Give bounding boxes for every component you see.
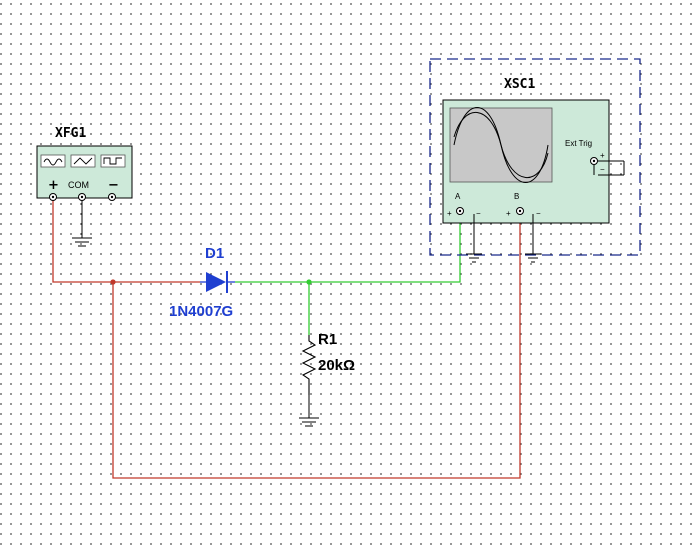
- resistor-value-label: 20kΩ: [318, 357, 355, 374]
- wire-junction-node: [110, 279, 116, 285]
- ext-trig-label: Ext Trig: [565, 139, 592, 148]
- channel-a-label: A: [455, 192, 461, 201]
- com-terminal-label: COM: [68, 180, 89, 190]
- channel-a-terminal[interactable]: [456, 207, 464, 215]
- ext-trig-plus-label: +: [600, 151, 605, 160]
- selection-frame: [429, 58, 641, 256]
- ground-icon: [466, 214, 482, 263]
- ground-icon: [299, 395, 319, 427]
- channel-b-minus-label: −: [536, 209, 541, 218]
- channel-b-terminal[interactable]: [516, 207, 524, 215]
- resistor-zigzag-icon: [301, 335, 317, 395]
- minus-terminal-label: −: [108, 178, 119, 193]
- wire-node-to-scope-a[interactable]: [309, 212, 461, 283]
- ext-trig-terminal[interactable]: + −: [590, 151, 625, 176]
- wire-xfg-to-node[interactable]: [52, 197, 113, 283]
- diode-d1[interactable]: D1 1N4007G: [169, 245, 235, 320]
- oscilloscope-label: XSC1: [504, 77, 535, 92]
- plus-terminal-label: +: [48, 178, 59, 193]
- wire-junction-node: [306, 279, 312, 285]
- red-wire-group: [52, 197, 521, 479]
- channel-b-plus-label: +: [506, 209, 511, 218]
- channel-a-plus-label: +: [447, 209, 452, 218]
- xfg-minus-terminal[interactable]: [108, 193, 116, 201]
- ext-trig-minus-label: −: [600, 165, 605, 174]
- green-wire-group: [235, 212, 461, 335]
- diode-triangle-icon: [206, 272, 226, 292]
- xfg-com-terminal[interactable]: [78, 193, 86, 201]
- xfg-plus-terminal[interactable]: [49, 193, 57, 201]
- diode-ref-label: D1: [205, 245, 224, 262]
- oscilloscope-screen: [449, 107, 553, 183]
- resistor-ref-label: R1: [318, 331, 337, 348]
- resistor-r1[interactable]: R1 20kΩ: [299, 331, 355, 427]
- channel-a-minus-label: −: [476, 209, 481, 218]
- triangle-wave-icon[interactable]: [70, 154, 96, 168]
- sine-wave-icon[interactable]: [40, 154, 66, 168]
- oscilloscope[interactable]: XSC1 Ext Trig + − A B + − + −: [429, 58, 641, 263]
- wire-node-to-scope-b[interactable]: [112, 212, 521, 479]
- ground-icon: [525, 214, 541, 263]
- function-generator-label: XFG1: [55, 126, 86, 141]
- function-generator[interactable]: XFG1 + COM −: [36, 126, 133, 247]
- square-wave-icon[interactable]: [100, 154, 126, 168]
- channel-b-label: B: [514, 192, 519, 201]
- ground-icon: [72, 200, 92, 247]
- diode-value-label: 1N4007G: [169, 303, 233, 320]
